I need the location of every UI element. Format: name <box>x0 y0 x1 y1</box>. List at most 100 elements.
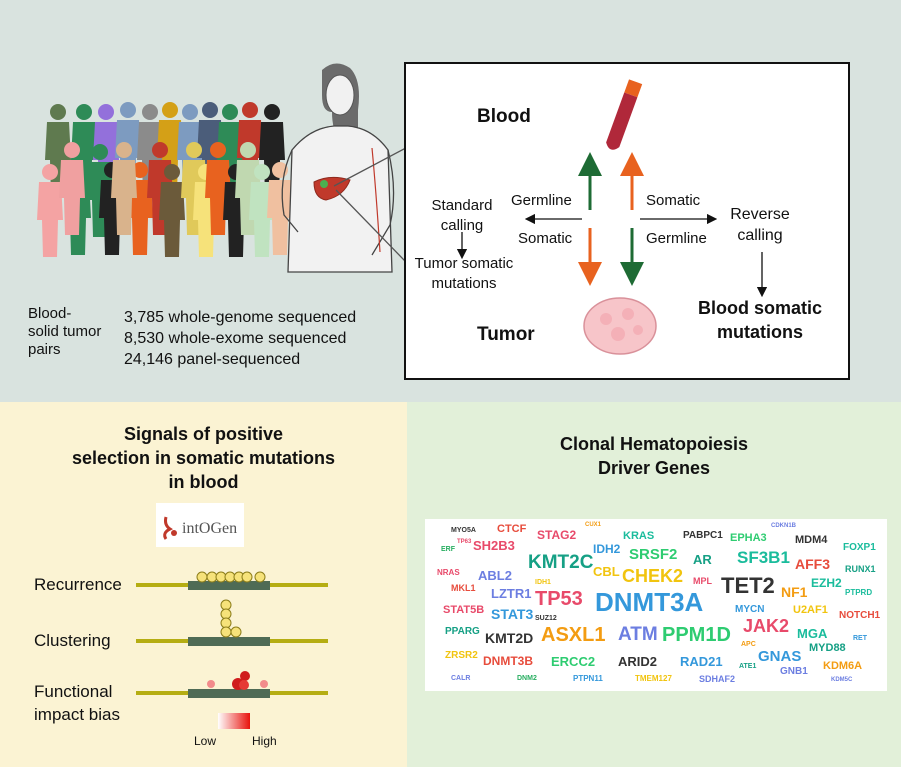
woman-figure <box>281 63 395 273</box>
gene-word: PPARG <box>445 626 480 637</box>
gene-word: DNM2 <box>517 675 537 682</box>
gene-word: STAG2 <box>537 528 577 542</box>
gene-word: KMT2D <box>485 630 534 646</box>
driver-genes-title: Clonal Hematopoiesis Driver Genes <box>559 434 749 478</box>
legend-low: Low <box>194 734 217 748</box>
selection-panel: Signals of positive selection in somatic… <box>0 402 407 767</box>
person-silhouette <box>59 142 85 235</box>
gene-word: MKL1 <box>451 583 476 593</box>
gene-word: NRAS <box>437 568 460 577</box>
population-illustration <box>37 63 473 331</box>
recurrence-label: Recurrence <box>34 575 122 594</box>
somatic-right: Somatic <box>646 192 701 209</box>
selection-title: Signals of positive selection in somatic… <box>71 424 336 492</box>
gene-word: RUNX1 <box>845 564 876 574</box>
gene-word: SF3B1 <box>737 548 790 567</box>
gene-word: MGA <box>797 626 828 641</box>
impact-legend-gradient <box>218 713 250 729</box>
gene-word: ZRSR2 <box>445 650 478 661</box>
pairs-label: Blood- solid tumor pairs <box>28 305 102 358</box>
germline-right: Germline <box>646 230 707 247</box>
gene-word: GNB1 <box>780 666 808 677</box>
somatic-left: Somatic <box>518 230 573 247</box>
gene-word: SUZ12 <box>535 615 557 622</box>
wgs-count: 3,785 whole-genome sequenced <box>124 309 357 326</box>
gene-word: CALR <box>451 675 471 682</box>
gene-word: SH2B3 <box>473 538 515 553</box>
gene-word: LZTR1 <box>491 586 532 601</box>
gene-word: TP63 <box>457 539 472 545</box>
standard-calling: Standard calling <box>431 197 493 234</box>
wes-count: 8,530 whole-exome sequenced <box>124 330 347 347</box>
gene-word: PPM1D <box>662 624 731 646</box>
gene-word: PTPRD <box>845 588 873 597</box>
gene-word: FOXP1 <box>843 542 876 553</box>
person-silhouette <box>127 162 153 255</box>
gene-word: KMT2C <box>528 552 594 573</box>
gene-word: STAT3 <box>491 606 534 622</box>
gene-word: KDM6A <box>823 660 863 672</box>
gene-word: CTCF <box>497 523 527 535</box>
legend-high: High <box>252 734 277 748</box>
reverse-calling: Reverse calling <box>730 206 790 244</box>
gene-word: CDKN1B <box>771 523 797 529</box>
gene-word: DNMT3A <box>595 587 704 617</box>
gene-word: RAD21 <box>680 654 723 669</box>
gene-word: MYD88 <box>809 642 846 654</box>
calling-arrows <box>456 79 768 355</box>
gene-word: MPL <box>693 576 712 586</box>
gene-word: KDM5C <box>831 677 853 683</box>
calling-diagram-box <box>404 62 850 380</box>
gene-word: MYO5A <box>451 527 476 534</box>
intogen-logo: intOGen <box>156 503 244 547</box>
blood-label: Blood <box>477 106 531 127</box>
person-silhouette <box>37 164 63 257</box>
gene-word: SRSF2 <box>629 546 678 563</box>
blood-somatic-mutations: Blood somatic mutations <box>697 298 822 342</box>
tumor-somatic-mutations: Tumor somatic mutations <box>414 255 514 292</box>
tumor-icon <box>583 297 657 355</box>
gene-word: IDH2 <box>593 542 621 556</box>
person-silhouette <box>159 164 185 257</box>
gene-word: ARID2 <box>618 654 658 669</box>
gene-word: PTPN11 <box>573 674 603 683</box>
gene-word: KRAS <box>623 530 655 542</box>
gene-word: CBL <box>593 564 620 579</box>
gene-word: ATE1 <box>739 663 757 670</box>
gene-word: CUX1 <box>585 522 602 528</box>
gene-word: CHEK2 <box>622 566 684 586</box>
gene-word: AR <box>693 552 712 567</box>
gene-word: AFF3 <box>795 556 830 572</box>
gene-word: ATM <box>618 624 658 645</box>
gene-word: ABL2 <box>478 568 512 583</box>
functional-impact-label: Functional impact bias <box>34 682 120 724</box>
gene-word: NF1 <box>781 584 808 600</box>
top-panel: Blood- solid tumor pairs 3,785 whole-gen… <box>0 0 901 402</box>
gene-word: MDM4 <box>795 534 828 546</box>
clustering-label: Clustering <box>34 631 111 650</box>
gene-word: MYCN <box>735 604 765 615</box>
gene-word: DNMT3B <box>483 654 533 668</box>
gene-word: EPHA3 <box>730 532 767 544</box>
gene-word: RET <box>853 635 867 642</box>
gene-word: PABPC1 <box>683 530 723 541</box>
gene-word: TMEM127 <box>635 674 672 683</box>
gene-word: NOTCH1 <box>839 610 881 621</box>
germline-left: Germline <box>511 192 572 209</box>
gene-word: GNAS <box>758 648 802 665</box>
gene-word: TET2 <box>721 573 775 598</box>
gene-word: U2AF1 <box>793 604 828 616</box>
person-silhouette <box>111 142 137 235</box>
blood-tube-icon <box>606 79 643 150</box>
gene-word: EZH2 <box>811 576 842 590</box>
gene-word: SDHAF2 <box>699 674 736 684</box>
selection-tracks <box>136 571 328 729</box>
gene-word: ASXL1 <box>541 624 606 646</box>
gene-word: IDH1 <box>535 579 551 586</box>
people-silhouettes <box>37 102 293 257</box>
gene-word: TP53 <box>535 588 583 610</box>
gene-word: APC <box>741 641 756 648</box>
gene-word: STAT5B <box>443 604 485 616</box>
panel-count: 24,146 panel-sequenced <box>124 351 301 368</box>
tumor-label: Tumor <box>477 324 535 345</box>
